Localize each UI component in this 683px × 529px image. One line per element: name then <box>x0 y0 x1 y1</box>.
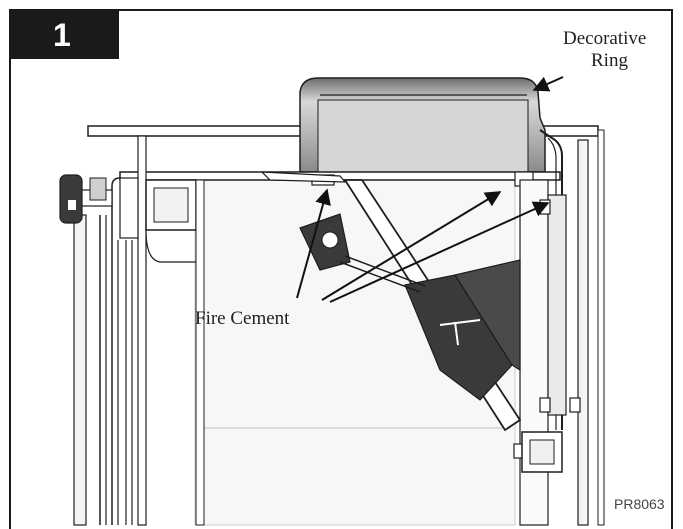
decorative-ring-callout: Decorative Ring <box>555 28 646 72</box>
door-latch-knob <box>59 174 113 224</box>
decorative-ring-leader-line <box>532 76 564 92</box>
part-number-label: PR8063 <box>614 496 665 512</box>
decorative-ring <box>299 77 546 173</box>
step-badge: 1 <box>11 11 119 59</box>
top-strap <box>260 171 347 183</box>
decorative-ring-label-line2: Ring <box>591 50 628 71</box>
right-side-wall <box>577 139 589 526</box>
diagram-frame: 1 <box>9 9 673 529</box>
left-door-assembly <box>73 135 205 526</box>
step-number: 1 <box>53 17 71 53</box>
fire-cement-callout: Fire Cement <box>195 308 290 329</box>
diagonal-baffle <box>343 179 522 432</box>
right-flue-pipe <box>539 129 563 430</box>
fire-cement-leader-lines <box>296 188 550 303</box>
decorative-ring-label-line1: Decorative <box>563 28 647 49</box>
